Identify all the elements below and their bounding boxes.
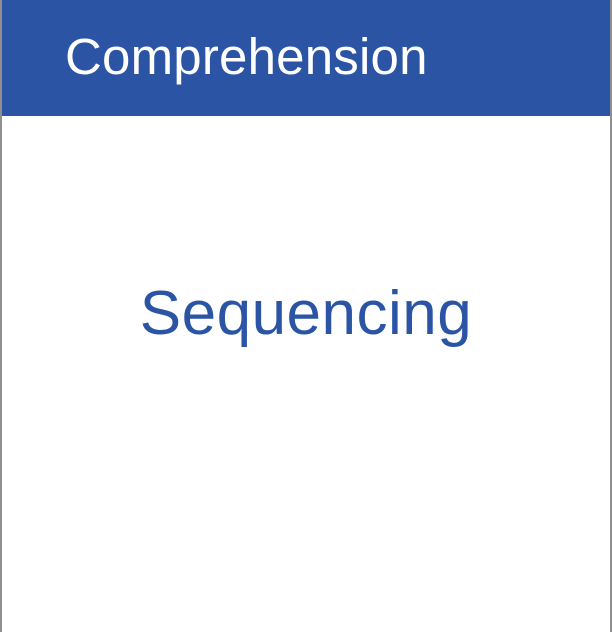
card-header: Comprehension xyxy=(0,0,612,116)
card-label: Sequencing xyxy=(139,279,473,348)
card-header-title: Comprehension xyxy=(65,28,428,85)
